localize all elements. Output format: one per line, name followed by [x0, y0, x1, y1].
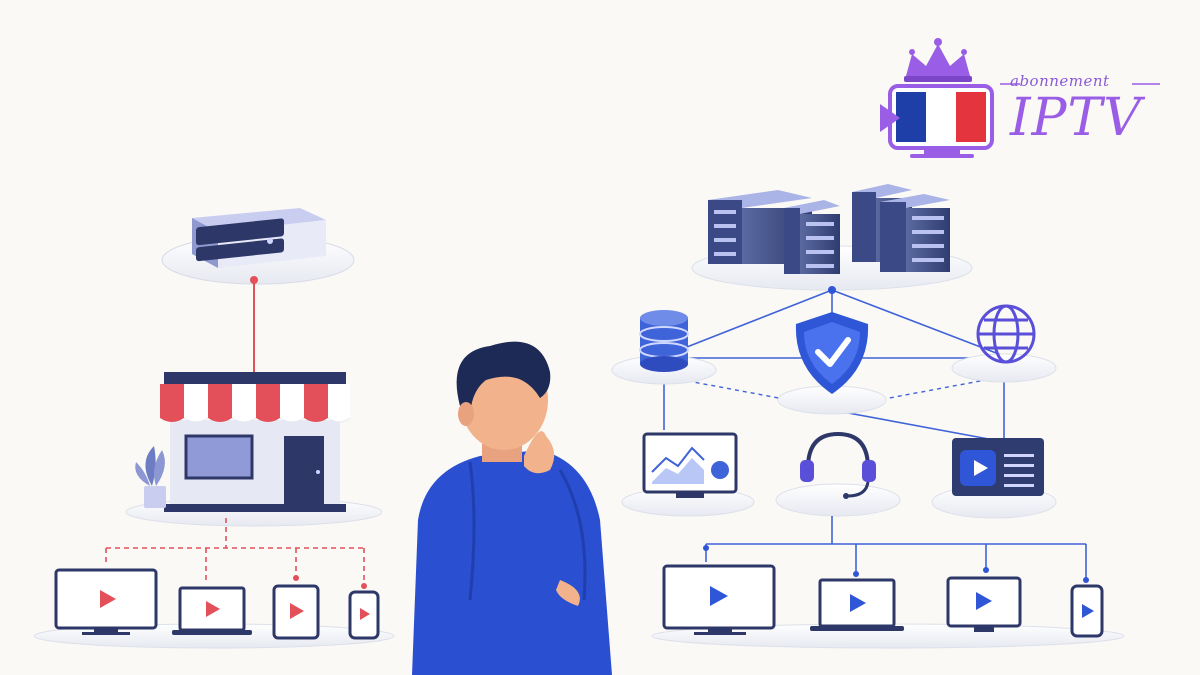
- analytics-monitor-icon: [621, 432, 755, 517]
- phone-icon: [1070, 584, 1104, 638]
- database-icon: [611, 310, 717, 385]
- globe-icon: [951, 304, 1057, 383]
- brand-subtitle: abonnement: [1010, 72, 1110, 90]
- crown-icon: [904, 38, 972, 82]
- plant-icon: [135, 446, 166, 508]
- storefront-icon: [125, 372, 383, 527]
- monitor-icon: [946, 576, 1022, 632]
- play-triangle-icon: [880, 104, 900, 132]
- tablet-icon: [272, 584, 320, 640]
- brand-logo-graphic: [880, 38, 1160, 158]
- laptop-icon: [172, 586, 252, 635]
- tv-icon: [662, 564, 776, 635]
- france-flag-icon: [888, 84, 994, 158]
- shield-check-icon: [777, 312, 887, 415]
- thinking-person-figure: [412, 341, 612, 675]
- video-player-icon: [931, 438, 1057, 519]
- laptop-icon: [810, 578, 904, 631]
- server-rack-icon: [708, 184, 950, 274]
- left-server-node: [161, 208, 355, 285]
- brand-name: IPTV: [1010, 88, 1142, 148]
- left-distribution-lines: [105, 518, 365, 586]
- headset-icon: [775, 431, 901, 517]
- right-distribution-lines: [705, 516, 1087, 582]
- phone-icon: [348, 590, 380, 640]
- server-box-icon: [192, 208, 326, 268]
- tv-icon: [54, 568, 158, 635]
